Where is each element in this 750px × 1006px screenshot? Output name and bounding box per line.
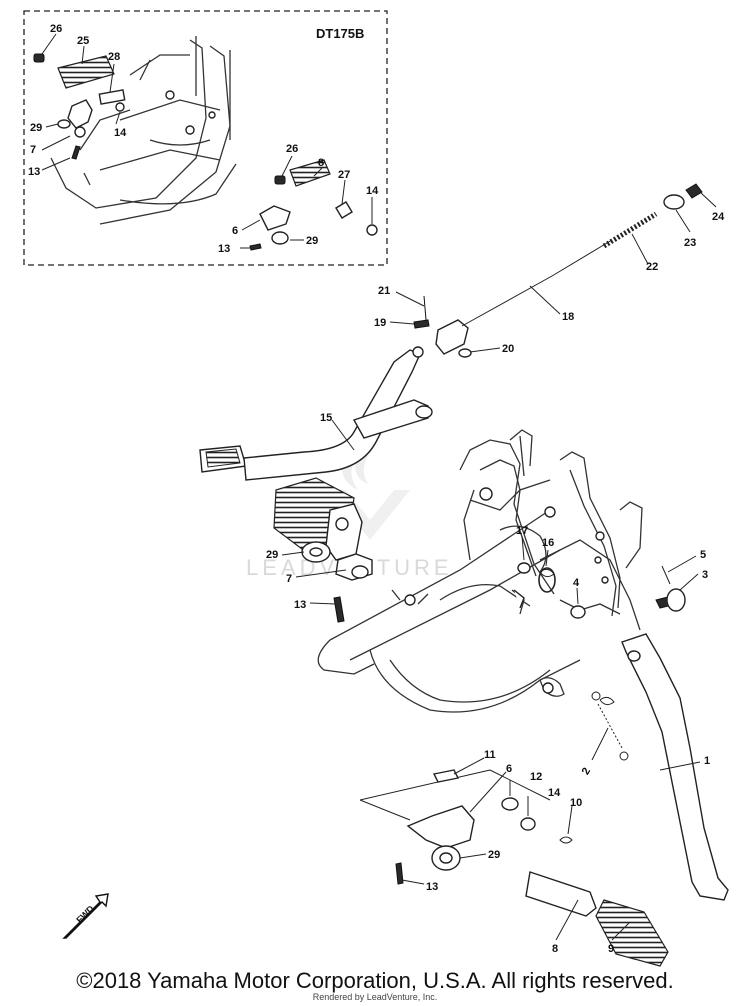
inset-callout-6: 6 [232, 225, 238, 237]
footrest-right-assembly [359, 769, 669, 967]
inset-footrest-right [249, 159, 378, 251]
inset-washer-29 [57, 119, 71, 129]
inset-callout-27: 27 [338, 169, 350, 181]
inset-callout-28: 28 [108, 51, 120, 63]
callout-2: 2 [580, 766, 593, 777]
fwd-label: FWD [74, 903, 96, 925]
inset-callout-26a: 26 [50, 23, 62, 35]
callout-13b: 13 [426, 881, 438, 893]
callout-17: 17 [516, 525, 528, 537]
inset-callout-13a: 13 [28, 166, 40, 178]
callout-24: 24 [712, 211, 725, 223]
callout-9: 9 [608, 943, 614, 955]
callout-5: 5 [700, 549, 706, 561]
callout-8: 8 [552, 943, 558, 955]
callout-21: 21 [378, 285, 390, 297]
callout-16: 16 [542, 537, 554, 549]
inset-callout-14a: 14 [114, 127, 127, 139]
callout-22: 22 [646, 261, 658, 273]
footrest-left-assembly [273, 477, 373, 623]
callout-23: 23 [684, 237, 696, 249]
fwd-arrow-icon: FWD [62, 893, 109, 939]
callout-20: 20 [502, 343, 514, 355]
callout-3: 3 [702, 569, 708, 581]
callout-13a: 13 [294, 599, 306, 611]
inset-callout-13b: 13 [218, 243, 230, 255]
inset-callout-14b: 14 [366, 185, 379, 197]
inset-callout-26b: 26 [286, 143, 298, 155]
inset-callout-7: 7 [30, 144, 36, 156]
callout-14: 14 [548, 787, 561, 799]
inset-callouts: 26 25 28 29 7 14 13 26 8 27 14 6 13 29 [28, 23, 379, 255]
inset-callout-25: 25 [77, 35, 89, 47]
inset-frame-drawing [50, 36, 237, 225]
callout-7: 7 [286, 573, 292, 585]
side-stand-1 [591, 633, 729, 901]
inset-nut-14 [115, 102, 125, 112]
callout-1: 1 [704, 755, 710, 767]
inset-footrest-left [57, 55, 126, 105]
callout-18: 18 [562, 311, 574, 323]
callout-6: 6 [506, 763, 512, 775]
callout-11: 11 [484, 749, 496, 761]
brake-pedal-15 [199, 346, 433, 481]
inset-bolt-13 [71, 145, 81, 160]
callout-4: 4 [573, 577, 580, 589]
inset-box [23, 10, 388, 266]
inset-model-code: DT175B [316, 26, 364, 41]
inset-bolt-26 [33, 53, 45, 63]
callout-12: 12 [530, 771, 542, 783]
brake-rod-18 [413, 183, 703, 358]
callout-29b: 29 [488, 849, 500, 861]
inset-callout-29b: 29 [306, 235, 318, 247]
inset-callout-29a: 29 [30, 122, 42, 134]
main-callouts: 21 19 18 20 22 23 24 15 29 7 13 17 16 4 … [266, 191, 725, 955]
callout-19: 19 [374, 317, 386, 329]
rendered-by-notice: Rendered by LeadVenture, Inc. [312, 992, 438, 1002]
springs-center [513, 562, 686, 619]
inset-bracket-7 [67, 99, 93, 138]
copyright-notice: ©2018 Yamaha Motor Corporation, U.S.A. A… [76, 968, 674, 993]
inset-callout-8: 8 [318, 157, 324, 169]
main-frame-drawing [317, 429, 643, 713]
callout-29a: 29 [266, 549, 278, 561]
callout-10: 10 [570, 797, 582, 809]
callout-15: 15 [320, 412, 332, 424]
